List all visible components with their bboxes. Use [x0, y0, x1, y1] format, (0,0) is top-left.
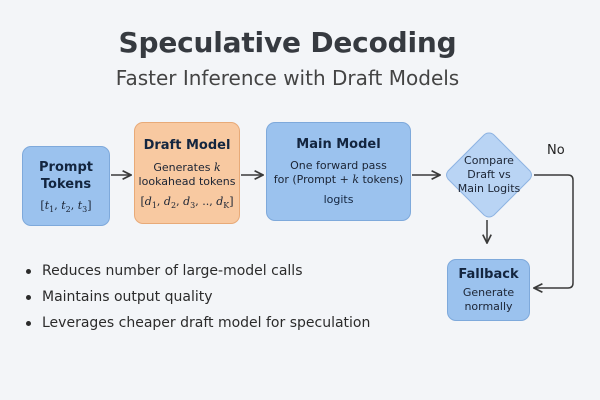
- list-item: Reduces number of large-model calls: [24, 258, 370, 284]
- list-item: Leverages cheaper draft model for specul…: [24, 310, 370, 336]
- draft-model-node: Draft Model Generates k lookahead tokens…: [134, 122, 240, 224]
- main-model-title: Main Model: [296, 137, 381, 152]
- main-model-desc-line2: for (Prompt + k tokens): [273, 173, 404, 186]
- prompt-tokens-sequence: [t1, t2, t3]: [40, 199, 92, 215]
- draft-model-title: Draft Model: [143, 138, 231, 153]
- bullet-dot-icon: [26, 269, 31, 274]
- bullet-dot-icon: [26, 295, 31, 300]
- fallback-desc-line1: Generate: [462, 286, 515, 299]
- main-model-node: Main Model One forward pass for (Prompt …: [266, 122, 411, 221]
- benefits-list: Reduces number of large-model calls Main…: [24, 258, 370, 336]
- main-model-desc-line1: One forward pass: [290, 159, 387, 172]
- main-model-logits: logits: [323, 193, 354, 206]
- diagram-subtitle: Faster Inference with Draft Models: [115, 66, 460, 90]
- bullet-dot-icon: [26, 321, 31, 326]
- draft-model-desc-line1: Generates k: [153, 161, 221, 174]
- compare-decision-node: [446, 132, 532, 218]
- arrow-compare-no-to-fallback: [534, 174, 574, 288]
- fallback-desc-line2: normally: [464, 300, 513, 313]
- prompt-tokens-node: Prompt Tokens [t1, t2, t3]: [22, 146, 110, 226]
- list-item: Maintains output quality: [24, 284, 370, 310]
- prompt-tokens-title: Prompt Tokens: [39, 160, 93, 192]
- diagram-title: Speculative Decoding: [118, 26, 457, 59]
- compare-decision-label: Compare Draft vs Main Logits: [457, 154, 521, 195]
- fallback-title: Fallback: [458, 267, 519, 282]
- fallback-node: Fallback Generate normally: [447, 259, 530, 321]
- draft-model-desc-line2: lookahead tokens: [138, 175, 236, 188]
- edge-label-no: No: [547, 143, 565, 158]
- draft-tokens-sequence: [d1, d2, d3, .., dK]: [140, 195, 234, 211]
